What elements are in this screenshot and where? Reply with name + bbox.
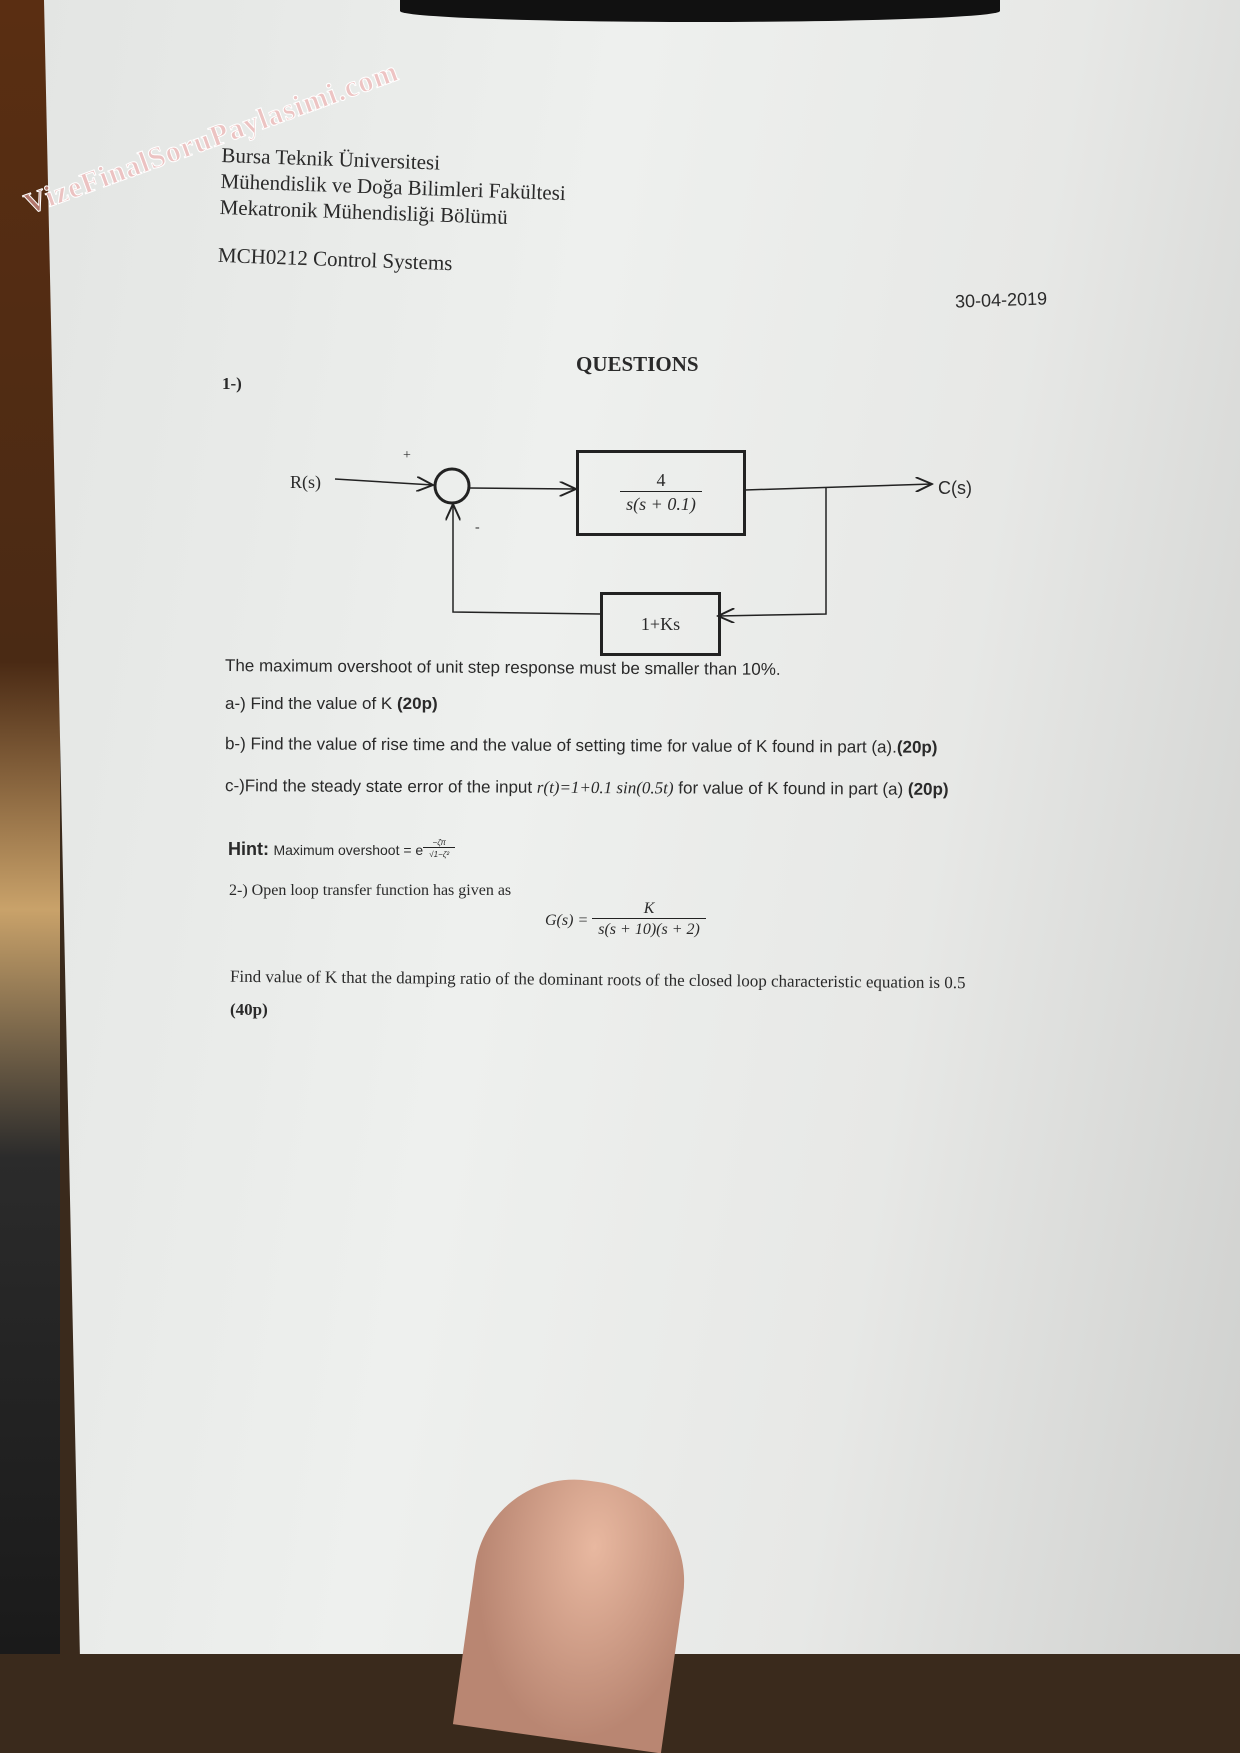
question-1-number: 1-) bbox=[222, 374, 242, 393]
plant-numerator: 4 bbox=[656, 469, 666, 490]
q1-part-c: c-)Find the steady state error of the in… bbox=[225, 776, 949, 800]
q1-a-text: a-) Find the value of K bbox=[225, 694, 393, 713]
feedback-path bbox=[718, 488, 827, 616]
input-label: R(s) bbox=[290, 472, 321, 492]
hint-label: Hint: bbox=[228, 839, 269, 859]
exam-paper bbox=[44, 0, 1240, 1654]
q1-c-text: c-)Find the steady state error of the in… bbox=[224, 776, 537, 797]
block-diagram bbox=[334, 467, 1240, 1654]
q1-b-points: (20p) bbox=[896, 737, 938, 757]
hint: Hint: Maximum overshoot = e −ζπ√1−ζ² bbox=[228, 838, 456, 861]
hint-exp-numerator: −ζπ bbox=[432, 838, 446, 847]
minus-sign: - bbox=[475, 520, 480, 535]
hint-exp-denominator: √1−ζ² bbox=[423, 847, 456, 861]
feedback-tf: 1+Ks bbox=[640, 613, 681, 634]
q1-a-points: (20p) bbox=[397, 694, 438, 713]
output-arrow bbox=[744, 484, 932, 490]
q1-part-a: a-) Find the value of K (20p) bbox=[225, 694, 438, 714]
q1-c-text-post: for value of K found in part (a) bbox=[673, 778, 908, 799]
input-arrow bbox=[334, 479, 433, 485]
plant-denominator: s(s + 0.1) bbox=[620, 490, 702, 517]
q1-part-b: b-) Find the value of rise time and the … bbox=[225, 734, 938, 758]
shadow bbox=[400, 0, 1000, 22]
q1-c-points: (20p) bbox=[907, 779, 949, 799]
q2-lhs: G(s) = bbox=[545, 911, 589, 929]
q2-denominator: s(s + 10)(s + 2) bbox=[592, 918, 706, 941]
error-arrow bbox=[468, 488, 576, 489]
plus-sign: + bbox=[403, 448, 411, 463]
hint-text: Maximum overshoot = e bbox=[273, 842, 424, 858]
page-title: QUESTIONS bbox=[576, 352, 699, 376]
q2-points: (40p) bbox=[230, 1000, 268, 1019]
q1-c-input: r(t)=1+0.1 sin(0.5t) bbox=[536, 777, 674, 798]
summing-junction bbox=[433, 467, 471, 505]
feedback-return bbox=[453, 504, 601, 615]
q2-numerator: K bbox=[643, 900, 655, 917]
q2-intro: 2-) Open loop transfer function has give… bbox=[229, 882, 512, 899]
plant-block: 4 s(s + 0.1) bbox=[576, 450, 746, 536]
output-label: C(s) bbox=[938, 478, 972, 498]
q1-b-text: b-) Find the value of rise time and the … bbox=[224, 734, 897, 757]
q1-statement: The maximum overshoot of unit step respo… bbox=[224, 656, 781, 679]
feedback-block: 1+Ks bbox=[600, 592, 721, 656]
